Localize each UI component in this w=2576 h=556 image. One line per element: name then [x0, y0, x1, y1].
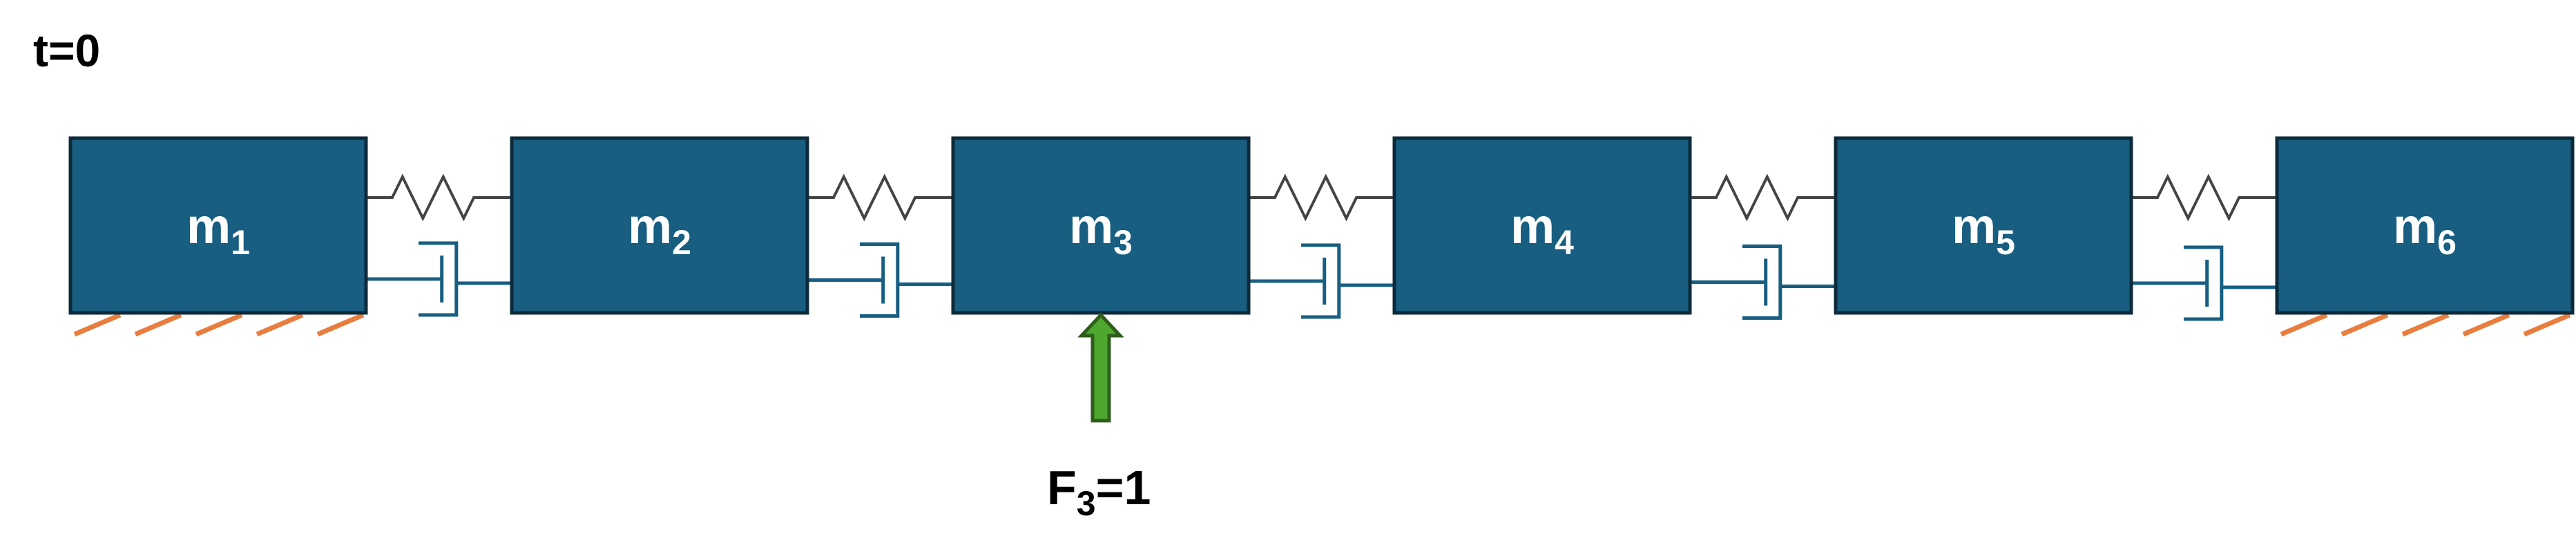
mass-label-subscript: 6 — [2437, 223, 2457, 262]
mass-2-box — [510, 136, 809, 315]
mass-label-base: m — [628, 199, 672, 254]
mass-label-subscript: 1 — [231, 223, 250, 262]
mass-label-subscript: 3 — [1113, 223, 1133, 262]
time-label: t=0 — [33, 25, 100, 76]
ground-hatch-line — [195, 312, 243, 337]
ground-hatch-line — [2462, 312, 2510, 337]
ground-hatch-line — [73, 312, 122, 337]
mass-4-label: m4 — [1510, 199, 1574, 262]
mass-label-base: m — [1952, 199, 1996, 254]
mass-label-subscript: 5 — [1996, 223, 2015, 262]
damper-icon — [1690, 245, 1836, 320]
mass-label-subscript: 4 — [1555, 223, 1574, 262]
ground-hatch-mass-6 — [2280, 312, 2571, 337]
mass-label-base: m — [1510, 199, 1555, 254]
mass-5: m5 — [1834, 136, 2133, 315]
damper-icon — [2131, 245, 2277, 321]
damper-icon — [807, 242, 953, 318]
mass-5-box — [1834, 136, 2133, 315]
mass-label-base: m — [1069, 199, 1113, 254]
ground-hatch-line — [2523, 312, 2571, 337]
spring-icon — [2131, 173, 2277, 222]
mass-6-label: m6 — [2393, 199, 2457, 262]
damper-icon — [366, 241, 512, 317]
mass-3-label: m3 — [1069, 199, 1133, 262]
ground-supports — [73, 312, 2571, 337]
force-label-base: F — [1047, 461, 1077, 515]
mass-6-box — [2275, 136, 2575, 315]
spring-icon — [1690, 173, 1836, 222]
mass-label-base: m — [186, 199, 231, 254]
mass-label-base: m — [2393, 199, 2437, 254]
mass-3-box — [951, 136, 1251, 315]
force-label-value: =1 — [1096, 461, 1151, 515]
spring-icon — [1249, 173, 1394, 222]
mass-1-label: m1 — [186, 199, 250, 262]
link-1-2 — [366, 173, 512, 317]
mass-6: m6 — [2275, 136, 2575, 315]
mass-5-label: m5 — [1952, 199, 2015, 262]
force-label: F3=1 — [1047, 461, 1151, 523]
mass-4: m4 — [1392, 136, 1692, 315]
ground-hatch-line — [316, 312, 365, 337]
spring-damper-links — [366, 173, 2277, 321]
mass-label-subscript: 2 — [672, 223, 691, 262]
ground-hatch-line — [2340, 312, 2389, 337]
mass-2: m2 — [510, 136, 809, 315]
spring-icon — [807, 173, 953, 222]
mass-2-label: m2 — [628, 199, 691, 262]
mass-1-box — [68, 136, 368, 315]
link-4-5 — [1690, 173, 1836, 320]
ground-hatch-line — [134, 312, 182, 337]
force-label-subscript: 3 — [1077, 484, 1096, 523]
mass-1: m1 — [68, 136, 368, 315]
ground-hatch-line — [2401, 312, 2450, 337]
force-indicator: F3=1 — [1047, 312, 1151, 523]
ground-hatch-line — [2280, 312, 2328, 337]
link-3-4 — [1249, 173, 1394, 319]
link-2-3 — [807, 173, 953, 318]
ground-hatch-mass-1 — [73, 312, 365, 337]
link-5-6 — [2131, 173, 2277, 321]
ground-hatch-line — [256, 312, 304, 337]
mass-3: m3 — [951, 136, 1251, 315]
damper-icon — [1249, 243, 1394, 319]
mass-4-box — [1392, 136, 1692, 315]
spring-icon — [366, 173, 512, 222]
force-arrow-icon — [1077, 312, 1124, 423]
